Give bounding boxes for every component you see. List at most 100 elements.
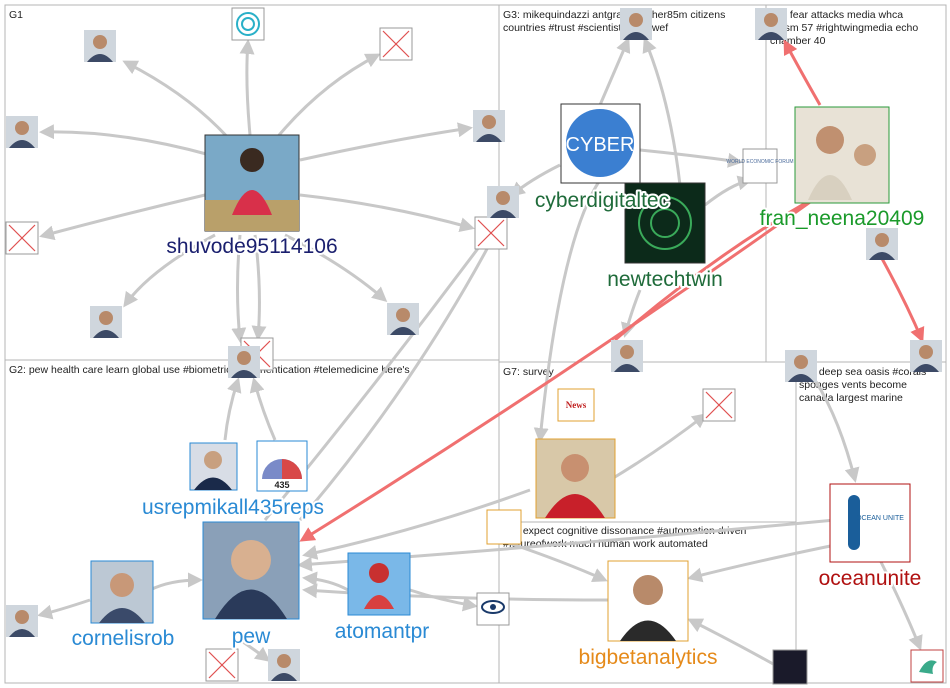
node-ocean-thumb [829, 483, 911, 563]
node-g3-b[interactable] [487, 186, 519, 218]
node-cornelisrob[interactable] [90, 560, 154, 624]
node-g3-a[interactable] [620, 8, 652, 40]
node-g6-a[interactable] [486, 509, 522, 545]
avatar-body [232, 190, 272, 215]
edge-red [878, 254, 925, 343]
label-cornelisrob: cornelisrob [72, 627, 175, 650]
group-label-g4: G4: fear attacks media whca #msm 57 #rig… [770, 9, 921, 47]
wef-logo-text: WORLD ECONOMIC FORUM [726, 159, 793, 165]
group-label-g4-line2: #msm 57 #rightwingmedia echo [770, 22, 918, 34]
edge [878, 559, 923, 651]
broken-image-icon[interactable] [205, 648, 239, 682]
node-bigbetanalytics[interactable] [607, 560, 689, 642]
edge [251, 234, 267, 341]
edge [302, 571, 349, 592]
node-g2-a[interactable] [6, 605, 38, 637]
node-g1-d[interactable] [90, 306, 122, 338]
edge [642, 37, 682, 186]
node-g3-c[interactable] [611, 340, 643, 372]
node-g5-bird[interactable] [910, 649, 944, 683]
node-g4-a[interactable] [755, 8, 787, 40]
edge [39, 193, 206, 241]
edge [302, 583, 611, 602]
edge [639, 148, 743, 168]
node-oceanunite[interactable]: OCEAN UNITE [829, 483, 911, 563]
node-g1-b[interactable] [6, 116, 38, 148]
group-label-g5-line2: sponges vents become [799, 379, 907, 391]
edge [687, 618, 776, 667]
cyber-logo [566, 109, 634, 177]
group-label-g5-line1: G5: deep sea oasis #corals [799, 366, 926, 378]
nodes-g4 [755, 8, 942, 372]
edge [239, 638, 271, 662]
edge [37, 598, 91, 620]
node-wef[interactable]: WORLD ECONOMIC FORUM [726, 148, 794, 184]
node-newtechtwin[interactable] [624, 182, 706, 264]
node-g4-b[interactable] [866, 228, 898, 260]
node-pew[interactable] [202, 521, 300, 620]
broken-image-icon[interactable] [379, 27, 413, 61]
node-g1-e[interactable] [387, 303, 419, 335]
reps-badge-text: 435 [274, 480, 289, 490]
edge [302, 488, 531, 560]
group-label-g4-line1: G4: fear attacks media whca [770, 9, 903, 21]
node-g2-b[interactable] [268, 649, 300, 681]
node-g6-b[interactable] [772, 649, 808, 685]
node-usrep[interactable] [189, 442, 238, 491]
bird-logo-icon [919, 660, 937, 674]
edge [239, 39, 255, 136]
node-g7-survey-author[interactable] [535, 438, 616, 519]
node-g1-f[interactable] [228, 346, 260, 378]
label-cyberdigitaltec: cyberdigitaltec [535, 189, 669, 212]
edge-red [299, 193, 821, 542]
node-cyberdigitaltec[interactable]: CYBER [560, 103, 641, 184]
edge [249, 377, 277, 441]
group-label-g7: G7: survey [503, 366, 555, 378]
eye-logo-icon [481, 600, 505, 614]
nodes-g6 [486, 509, 808, 685]
edge [273, 53, 381, 141]
avatar [240, 148, 264, 172]
edge-red [783, 39, 822, 106]
label-atomantpr: atomantpr [335, 620, 430, 643]
node-g2-eye[interactable] [476, 592, 510, 626]
edge [598, 37, 631, 106]
edge [299, 122, 473, 162]
node-atomantpr[interactable] [347, 552, 411, 616]
edge [149, 572, 203, 592]
node-g1-c[interactable] [473, 110, 505, 142]
broken-image-icon[interactable] [702, 388, 736, 422]
edge [813, 379, 860, 483]
group-label-g1: G1 [9, 9, 23, 21]
news-logo-text: News [566, 400, 587, 410]
edge [231, 234, 247, 343]
broken-image-icon[interactable] [474, 216, 508, 250]
node-news[interactable]: News [557, 388, 595, 422]
node-g1-circle-logo[interactable] [231, 7, 265, 41]
node-shuvode[interactable] [204, 134, 300, 232]
label-bigbetanalytics: bigbetanalytics [579, 646, 718, 669]
node-fran-neena[interactable] [794, 106, 890, 204]
edge [609, 413, 708, 482]
edge [409, 588, 478, 612]
node-g4-c[interactable] [910, 340, 942, 372]
nodes-g7: News [535, 388, 736, 519]
edge [533, 179, 602, 443]
node-labels: shuvode95114106 cyberdigitaltec newtecht… [70, 187, 927, 671]
group-label-g6-line2: #futureofwork much human work automated [503, 538, 708, 550]
nodes-g1 [5, 7, 508, 378]
nodes-g5: OCEAN UNITE [785, 350, 944, 683]
edge [123, 233, 216, 308]
ocean-logo-text: OCEAN UNITE [856, 515, 904, 522]
label-newtechtwin: newtechtwin [607, 268, 723, 291]
node-g5-a[interactable] [785, 350, 817, 382]
label-fran-neena: fran_neena20409 [760, 207, 925, 230]
nodes-g2: 435 [6, 440, 510, 682]
group-label-g3-line1: G3: mikequindazzi antgrasso fisher85m ci… [503, 9, 725, 21]
node-435reps[interactable]: 435 [256, 440, 308, 492]
group-label-g3: G3: mikequindazzi antgrasso fisher85m ci… [503, 9, 728, 34]
ocean-logo [848, 495, 860, 550]
broken-image-icon[interactable] [5, 221, 39, 255]
node-g1-a[interactable] [84, 30, 116, 62]
